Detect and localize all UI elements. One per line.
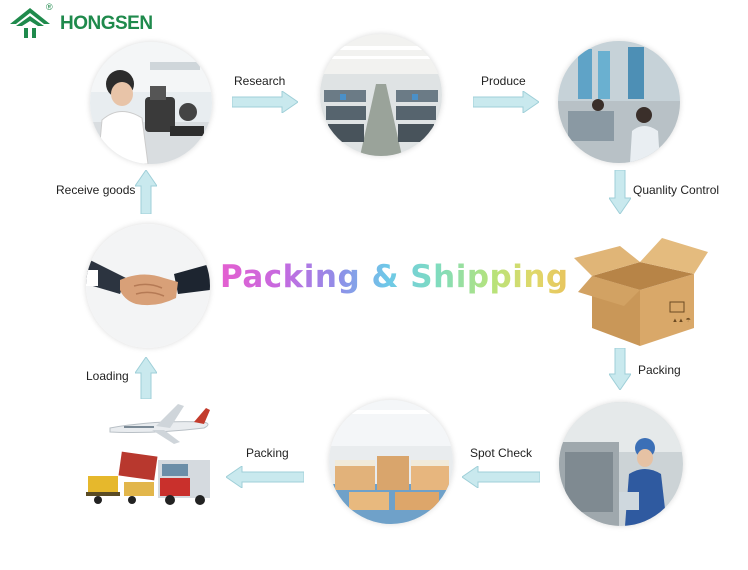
brand-name: HONGSEN xyxy=(60,13,153,34)
trucks-image xyxy=(84,448,214,508)
title-text: Packing & Shipping xyxy=(220,259,569,295)
step-label-spot-check: Spot Check xyxy=(470,446,533,460)
cardboard-box-image: ▲▲ ☂ xyxy=(570,232,710,350)
step-label-packing-box: Packing xyxy=(638,363,681,377)
diagram-title: Packing & Shipping xyxy=(220,254,580,298)
arrow-down-icon xyxy=(609,170,631,214)
arrow-up-icon xyxy=(135,357,157,399)
step-label-loading: Loading xyxy=(86,369,129,383)
arrow-left-icon xyxy=(226,466,304,488)
warehouse-photo xyxy=(329,400,453,524)
arrow-up-icon xyxy=(135,170,157,214)
step-label-research: Research xyxy=(234,74,286,88)
arrow-left-icon xyxy=(462,466,540,488)
step-label-produce: Produce xyxy=(481,74,526,88)
spot-check-photo xyxy=(559,402,683,526)
arrow-right-icon xyxy=(473,91,539,113)
svg-text:▲▲ ☂: ▲▲ ☂ xyxy=(672,317,692,324)
airplane-image xyxy=(104,398,214,446)
arrow-down-icon xyxy=(609,348,631,390)
brand-logo: ® HONGSEN xyxy=(8,2,153,40)
factory-photo xyxy=(320,34,442,156)
step-label-quality-control: Quanlity Control xyxy=(633,183,720,197)
step-label-packing-warehouse: Packing xyxy=(246,446,289,460)
research-photo xyxy=(90,42,212,164)
registered-mark: ® xyxy=(46,2,53,12)
step-label-receive-goods: Receive goods xyxy=(56,183,136,197)
house-logo-icon xyxy=(10,8,50,38)
production-photo xyxy=(558,41,680,163)
handshake-photo xyxy=(86,224,210,348)
arrow-right-icon xyxy=(232,91,298,113)
